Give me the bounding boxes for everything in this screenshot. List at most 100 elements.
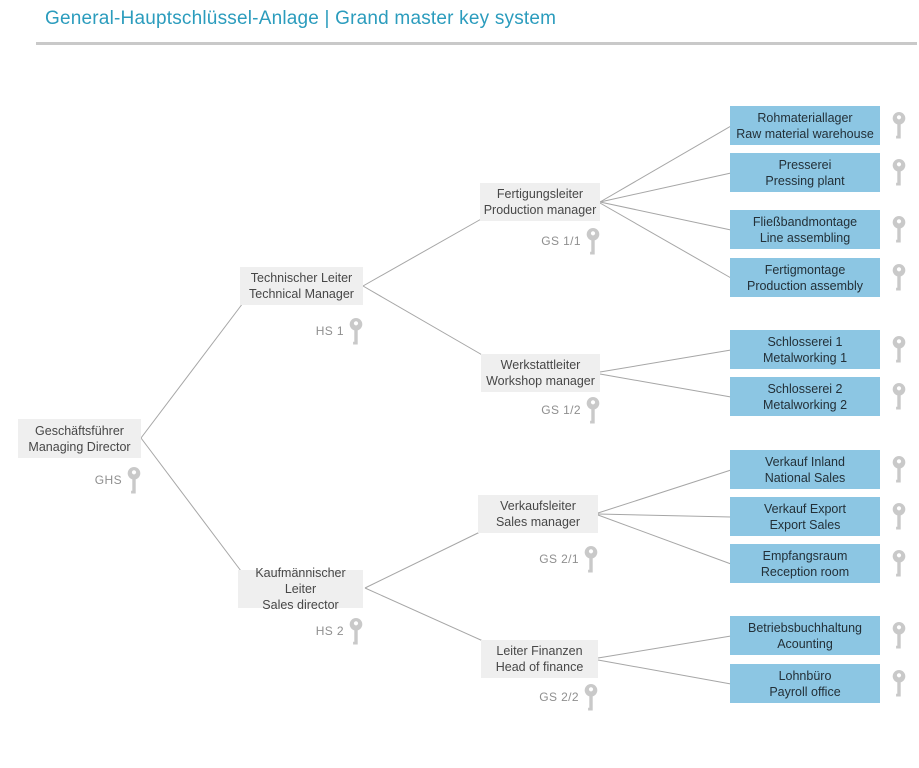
key-label-hs1: HS 1 (316, 317, 363, 345)
leaf-accounting: Betriebsbuchhaltung Acounting (730, 616, 880, 655)
leaf-production-assembly: Fertigmontage Production assembly (730, 258, 880, 297)
key-code: GS 2/1 (539, 552, 579, 566)
key-label-hs2: HS 2 (316, 617, 363, 645)
node-label-en: Head of finance (495, 660, 584, 674)
node-label-en: Managing Director (28, 439, 131, 454)
node-label-en: Sales director (262, 598, 339, 612)
key-icon (892, 216, 906, 243)
node-label-en: Technical Manager (249, 287, 354, 301)
node-label-de: Fertigungsleiter (496, 187, 584, 201)
key-icon-wrap (892, 622, 906, 649)
leaf-label-en: Line assembling (759, 230, 851, 245)
key-icon-wrap (892, 216, 906, 243)
leaf-label-en: Metalworking 1 (762, 350, 848, 365)
node-technical-manager: Technischer Leiter Technical Manager (240, 267, 363, 305)
title-divider (36, 42, 917, 45)
key-code: GS 1/1 (541, 234, 581, 248)
leaf-line-assembling: Fließbandmontage Line assembling (730, 210, 880, 249)
node-label-de: Werkstattleiter (500, 358, 581, 372)
node-label-en: Production manager (483, 203, 597, 217)
key-icon (892, 550, 906, 577)
leaf-label-de: Betriebsbuchhaltung (748, 620, 862, 635)
key-icon (892, 456, 906, 483)
page-title: General-Hauptschlüssel-Anlage | Grand ma… (45, 8, 557, 29)
node-workshop-manager: Werkstattleiter Workshop manager (481, 354, 600, 392)
key-icon (349, 617, 363, 644)
node-label-en: Sales manager (495, 515, 581, 529)
leaf-label-en: Pressing plant (765, 173, 845, 188)
leaf-national-sales: Verkauf Inland National Sales (730, 450, 880, 489)
key-code: GS 2/2 (539, 690, 579, 704)
key-icon (892, 336, 906, 363)
node-label-de: Geschäftsführer (35, 423, 124, 438)
leaf-pressing-plant: Presserei Pressing plant (730, 153, 880, 192)
node-label-en: Workshop manager (486, 374, 595, 388)
node-label-de: Kaufmännischer Leiter (255, 566, 346, 596)
key-icon (892, 622, 906, 649)
node-sales-director: Kaufmännischer Leiter Sales director (238, 566, 363, 612)
key-code: HS 2 (315, 624, 344, 638)
leaf-label-en: Payroll office (769, 684, 841, 699)
leaf-label-de: Schlosserei 1 (767, 334, 843, 349)
leaf-label-de: Schlosserei 2 (767, 381, 843, 396)
key-icon (892, 670, 906, 697)
node-production-manager: Fertigungsleiter Production manager (480, 183, 600, 221)
leaf-label-de: Rohmateriallager (757, 110, 853, 125)
node-head-of-finance: Leiter Finanzen Head of finance (481, 640, 598, 678)
key-icon-wrap (892, 550, 906, 577)
leaf-reception-room: Empfangsraum Reception room (730, 544, 880, 583)
key-label-gs22: GS 2/2 (539, 683, 598, 711)
leaf-label-en: Production assembly (746, 278, 864, 293)
key-icon (349, 317, 363, 344)
node-label-de: Verkaufsleiter (500, 499, 576, 513)
leaf-label-en: Export Sales (769, 517, 841, 532)
key-icon (586, 227, 600, 254)
key-icon (586, 396, 600, 423)
node-managing-director: Geschäftsführer Managing Director (18, 419, 141, 458)
key-icon-wrap (892, 112, 906, 139)
key-label-gs11: GS 1/1 (541, 227, 600, 255)
leaf-metalworking-1: Schlosserei 1 Metalworking 1 (730, 330, 880, 369)
leaf-label-de: Empfangsraum (762, 548, 848, 563)
node-label-de: Leiter Finanzen (496, 644, 583, 658)
key-icon (127, 466, 141, 493)
leaf-export-sales: Verkauf Export Export Sales (730, 497, 880, 536)
key-icon-wrap (892, 456, 906, 483)
key-icon (584, 683, 598, 710)
key-label-ghs: GHS (95, 466, 141, 494)
key-icon-wrap (892, 264, 906, 291)
node-label-de: Technischer Leiter (250, 271, 353, 285)
leaf-metalworking-2: Schlosserei 2 Metalworking 2 (730, 377, 880, 416)
key-icon-wrap (892, 670, 906, 697)
key-code: HS 1 (315, 324, 344, 338)
leaf-label-de: Verkauf Inland (765, 454, 845, 469)
key-icon (892, 159, 906, 186)
key-label-gs21: GS 2/1 (539, 545, 598, 573)
leaf-label-en: National Sales (764, 470, 846, 485)
key-icon-wrap (892, 503, 906, 530)
leaf-label-en: Reception room (760, 564, 850, 579)
leaf-label-en: Acounting (777, 636, 833, 651)
leaf-label-de: Fertigmontage (764, 262, 846, 277)
key-code: GS 1/2 (541, 403, 581, 417)
key-icon (892, 503, 906, 530)
leaf-label-de: Verkauf Export (764, 501, 846, 516)
key-code: GHS (94, 473, 122, 487)
leaf-payroll-office: Lohnbüro Payroll office (730, 664, 880, 703)
leaf-label-en: Metalworking 2 (762, 397, 848, 412)
leaf-raw-material-warehouse: Rohmateriallager Raw material warehouse (730, 106, 880, 145)
key-icon (892, 112, 906, 139)
node-sales-manager: Verkaufsleiter Sales manager (478, 495, 598, 533)
key-label-gs12: GS 1/2 (541, 396, 600, 424)
key-icon-wrap (892, 159, 906, 186)
key-icon (584, 545, 598, 572)
key-icon (892, 264, 906, 291)
leaf-label-de: Fließbandmontage (752, 214, 858, 229)
leaf-label-de: Lohnbüro (778, 668, 832, 683)
key-icon-wrap (892, 383, 906, 410)
leaf-label-de: Presserei (778, 157, 832, 172)
key-icon (892, 383, 906, 410)
leaf-label-en: Raw material warehouse (736, 126, 874, 141)
